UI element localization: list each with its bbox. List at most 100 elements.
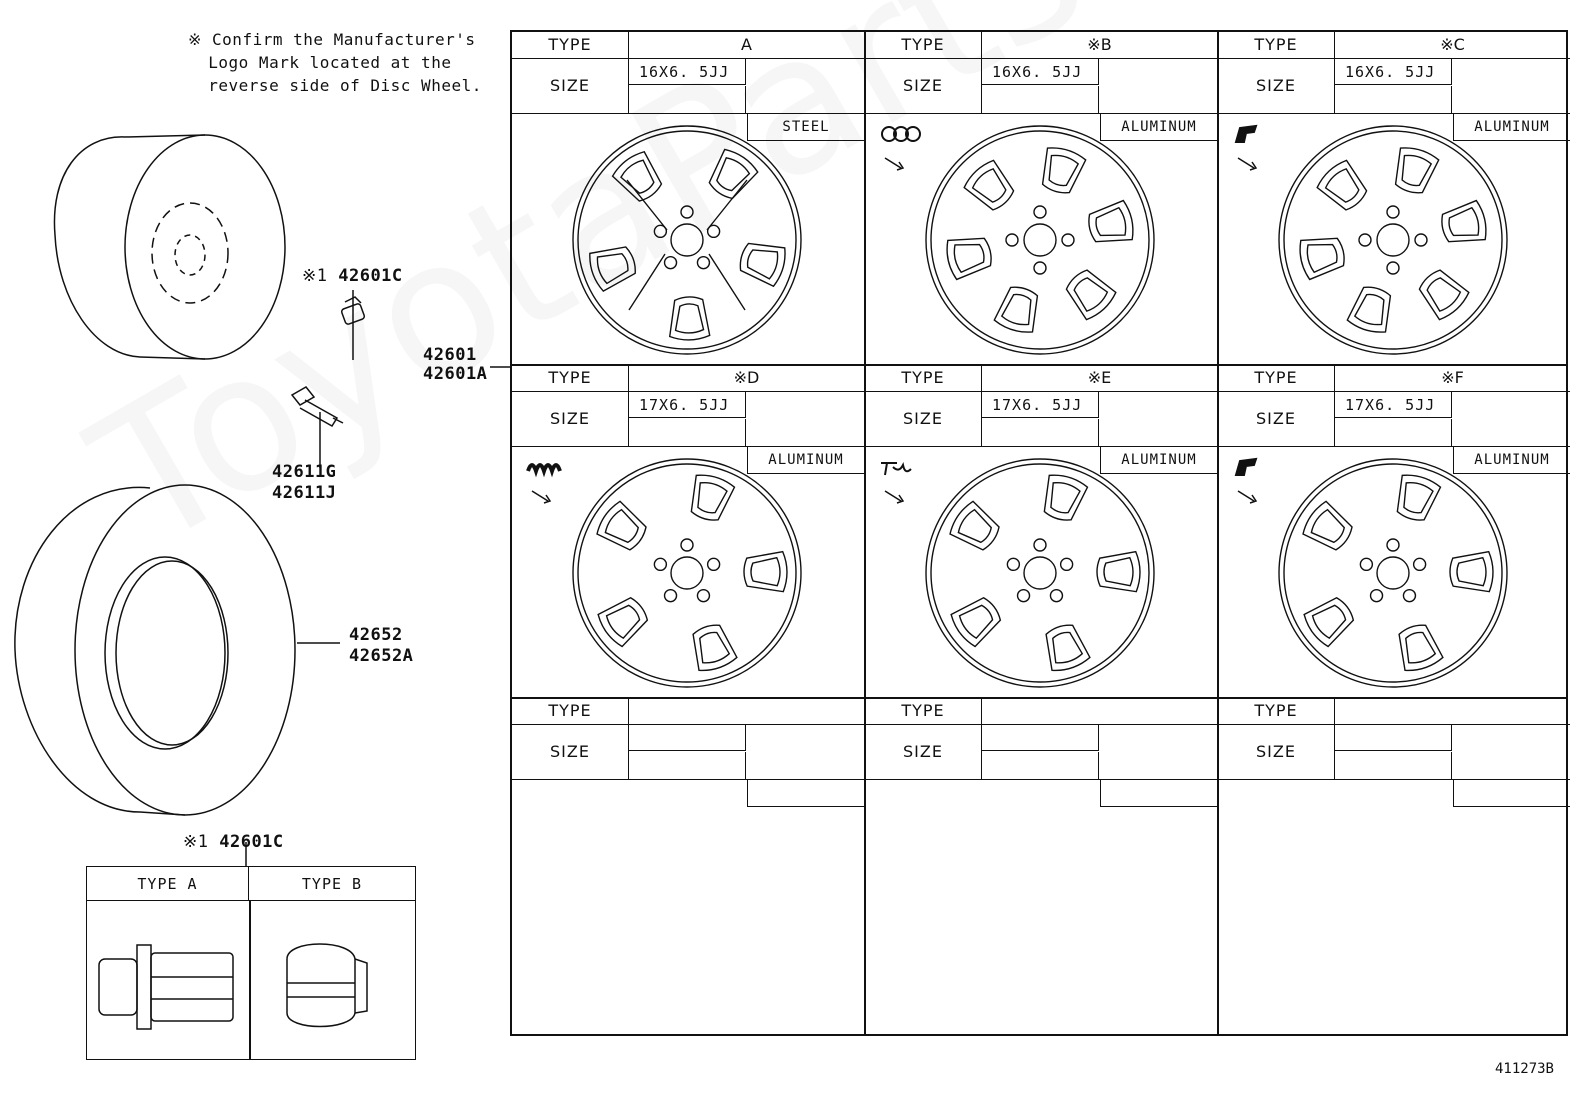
wheel-drawing (925, 125, 1155, 355)
empty-cell-1: TYPE SIZE (512, 698, 864, 1040)
material-label: ALUMINUM (747, 446, 864, 474)
type-value (1335, 698, 1570, 725)
size-value (1335, 725, 1452, 751)
size-value: 16X6. 5JJ (629, 59, 746, 85)
wheel-header: TYPE ※E SIZE 17X6. 5JJ (865, 365, 1217, 447)
type-value: ※C (1335, 32, 1570, 59)
type-label: TYPE (1218, 32, 1335, 59)
signature-logo-icon (881, 461, 912, 504)
empty-header: TYPE SIZE (865, 698, 1217, 780)
wheel-drawing (572, 125, 802, 355)
wheel-cell-4: TYPE ※D SIZE 17X6. 5JJ ALUMINUM (512, 365, 864, 697)
nut-type-table: TYPE A TYPE B (86, 866, 416, 1060)
type-label: TYPE (512, 32, 629, 59)
type-label: TYPE (512, 365, 629, 392)
wheel-header: TYPE ※C SIZE 16X6. 5JJ (1218, 32, 1570, 114)
type-value (982, 698, 1217, 725)
size-label: SIZE (512, 59, 629, 113)
script-logo-icon (526, 463, 562, 504)
disc-wheel-drawing (53, 134, 286, 360)
wheel-header: TYPE A SIZE 16X6. 5JJ (512, 32, 864, 114)
ring-logo-icon (881, 126, 921, 171)
valve-stem-icon (290, 386, 344, 428)
size-label: SIZE (865, 392, 982, 446)
size-value: 17X6. 5JJ (982, 392, 1099, 418)
type-value: ※D (629, 365, 864, 392)
type-value (629, 698, 864, 725)
arrow-icon (1237, 157, 1258, 171)
material-label: ALUMINUM (1453, 446, 1570, 474)
size-label: SIZE (865, 59, 982, 113)
wheel-drawing (572, 458, 802, 688)
type-value: ※B (982, 32, 1217, 59)
parts-illustration (14, 134, 510, 866)
empty-header: TYPE SIZE (1218, 698, 1570, 780)
tire-drawing (14, 484, 296, 816)
callout-nut-bottom: ※1 42601C (183, 832, 284, 852)
type-label: TYPE (512, 698, 629, 725)
arrow-icon (531, 490, 552, 504)
wheel-drawing (1278, 125, 1508, 355)
size-value: 17X6. 5JJ (629, 392, 746, 418)
type-label: TYPE (1218, 365, 1335, 392)
empty-cell-3: TYPE SIZE (1218, 698, 1570, 1040)
wheel-cell-1: TYPE A SIZE 16X6. 5JJ STEEL (512, 32, 864, 364)
wheel-header: TYPE ※F SIZE 17X6. 5JJ (1218, 365, 1570, 447)
size-label: SIZE (865, 725, 982, 779)
grid-row-divider (512, 697, 1566, 699)
wheel-header: TYPE ※B SIZE 16X6. 5JJ (865, 32, 1217, 114)
wheel-cell-3: TYPE ※C SIZE 16X6. 5JJ ALUMINUM (1218, 32, 1570, 364)
size-value: 17X6. 5JJ (1335, 392, 1452, 418)
block-logo-icon (1234, 457, 1258, 504)
size-label: SIZE (1218, 59, 1335, 113)
wheel-drawing (925, 458, 1155, 688)
grid-column-divider (864, 32, 866, 1034)
size-label: SIZE (512, 725, 629, 779)
grid-row-divider (512, 364, 1566, 366)
material-label (1100, 779, 1217, 807)
type-label: TYPE (1218, 698, 1335, 725)
lug-nut-icon (340, 296, 366, 325)
block-logo-icon (1234, 124, 1258, 171)
wheel-drawing (1278, 458, 1508, 688)
wheel-cell-2: TYPE ※B SIZE 16X6. 5JJ ALUMINUM (865, 32, 1217, 364)
material-label: ALUMINUM (1100, 446, 1217, 474)
nut-type-b-icon (286, 943, 368, 1028)
material-label: STEEL (747, 113, 864, 141)
size-value (982, 725, 1099, 751)
material-label: ALUMINUM (1453, 113, 1570, 141)
callout-nut-top: ※1 42601C (302, 266, 403, 286)
arrow-icon (1237, 490, 1258, 504)
manufacturer-logo-note: ※ Confirm the Manufacturer's Logo Mark l… (188, 30, 482, 95)
type-label: TYPE (865, 698, 982, 725)
type-value: ※E (982, 365, 1217, 392)
arrow-icon (884, 157, 905, 171)
grid-column-divider (1217, 32, 1219, 1034)
type-label: TYPE (865, 32, 982, 59)
empty-header: TYPE SIZE (512, 698, 864, 780)
material-label: ALUMINUM (1100, 113, 1217, 141)
size-label: SIZE (1218, 725, 1335, 779)
wheel-cell-5: TYPE ※E SIZE 17X6. 5JJ ALUMINUM (865, 365, 1217, 697)
nut-drawings (98, 943, 368, 1030)
nut-type-b-header: TYPE B (249, 867, 415, 901)
size-value: 16X6. 5JJ (982, 59, 1099, 85)
type-label: TYPE (865, 365, 982, 392)
nut-type-a-header: TYPE A (87, 867, 249, 901)
empty-cell-2: TYPE SIZE (865, 698, 1217, 1040)
size-value (629, 725, 746, 751)
material-label (747, 779, 864, 807)
arrow-icon (884, 490, 905, 504)
material-label (1453, 779, 1570, 807)
size-label: SIZE (1218, 392, 1335, 446)
type-value: ※F (1335, 365, 1570, 392)
nut-type-a-icon (98, 944, 234, 1030)
wheel-type-grid: TYPE A SIZE 16X6. 5JJ STEEL TYPE ※B SIZE… (510, 30, 1570, 1036)
size-label: SIZE (512, 392, 629, 446)
size-value: 16X6. 5JJ (1335, 59, 1452, 85)
type-value: A (629, 32, 864, 59)
wheel-cell-6: TYPE ※F SIZE 17X6. 5JJ ALUMINUM (1218, 365, 1570, 697)
